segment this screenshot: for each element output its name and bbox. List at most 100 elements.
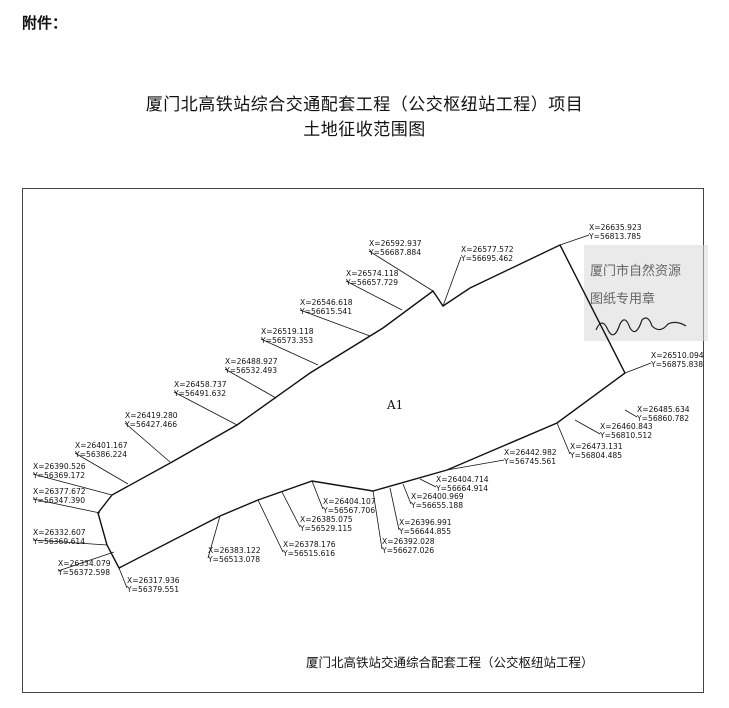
coordinate-y: Y=56810.512 [599,431,652,440]
coordinate-y: Y=56657.729 [345,278,398,287]
coordinate-y: Y=56695.462 [460,254,513,263]
coordinate-x: X=26334.079 [58,559,111,568]
coordinate-y: Y=56529.115 [299,524,352,533]
coordinate-y: Y=56369.172 [32,471,85,480]
coordinate-x: X=26485.634 [637,405,690,414]
leader-line [442,256,462,307]
coordinate-x: X=26377.672 [33,487,86,496]
map-caption: 厦门北高铁站交通综合配套工程（公交枢纽站工程） [306,655,594,670]
leader-line [556,422,571,455]
leader-line [299,309,371,337]
coordinate-y: Y=56813.785 [588,232,641,241]
coordinate-y: Y=56369.614 [32,537,85,546]
leader-line [311,480,324,510]
leader-line [57,551,115,572]
coordinate-y: Y=56615.541 [299,307,352,316]
coordinate-x: X=26458.737 [174,380,227,389]
coordinate-x: X=26635.923 [589,223,642,232]
signature-scribble [595,317,687,336]
coordinate-x: X=26488.927 [225,357,278,366]
coordinate-x: X=26442.982 [504,448,557,457]
coordinate-x: X=26385.075 [300,515,353,524]
coordinate-y: Y=56860.782 [636,414,689,423]
leader-line [32,473,113,496]
leader-line [389,487,400,531]
leader-line [345,280,403,311]
coordinate-x: X=26460.843 [600,422,653,431]
parcel-label-a1: A1 [386,398,403,412]
stamp-text-1: 厦门市自然资源 [590,263,681,279]
leader-line [32,539,108,546]
coordinate-x: X=26390.526 [33,462,86,471]
coordinate-x: X=26378.176 [283,540,336,549]
coordinate-x: X=26401.167 [75,441,128,450]
coordinate-x: X=26473.131 [570,442,623,451]
leader-line [257,499,284,553]
leader-line [368,250,434,292]
coordinate-x: X=26332.607 [33,528,86,537]
coordinate-y: Y=56491.632 [173,389,226,398]
coordinate-y: Y=56386.224 [74,450,127,459]
parcel-boundary [97,244,626,569]
leader-lines [32,234,652,589]
coordinate-x: X=26577.572 [461,245,514,254]
coordinate-x: X=26392.028 [382,537,435,546]
coordinate-y: Y=56513.078 [207,555,260,564]
leader-line [32,498,101,514]
coordinate-y: Y=56875.838 [650,360,703,369]
leader-line [74,452,129,485]
leader-line [446,459,505,471]
coordinate-y: Y=56567.706 [322,506,375,515]
coordinate-x: X=26519.118 [261,327,314,336]
leader-line [207,515,221,559]
coordinate-x: X=26592.937 [369,239,422,248]
coordinate-y: Y=56655.188 [410,501,463,510]
coordinate-y: Y=56687.884 [368,248,421,257]
coordinate-y: Y=56664.914 [435,484,488,493]
coordinate-x: X=26396.991 [399,518,452,527]
leader-line [224,368,277,399]
coordinate-labels: X=26635.923Y=56813.785X=26592.937Y=56687… [32,223,704,594]
leader-line [372,490,383,550]
coordinate-x: X=26574.118 [346,269,399,278]
leader-line [260,338,319,366]
document-title: 厦门北高铁站综合交通配套工程（公交枢纽站工程）项目 [145,95,584,115]
coordinate-y: Y=56804.485 [569,451,622,460]
leader-line [574,419,601,435]
leader-line [124,422,171,463]
coordinate-x: X=26546.618 [300,298,353,307]
coordinate-x: X=26317.936 [127,576,180,585]
coordinate-y: Y=56379.551 [126,585,179,594]
leader-line [173,391,238,426]
coordinate-x: X=26383.122 [208,546,261,555]
leader-line [559,234,590,246]
coordinate-x: X=26404.107 [323,497,376,506]
document-subtitle: 土地征收范围图 [303,120,426,140]
coordinate-y: Y=56347.390 [32,496,85,505]
leader-line [281,491,301,528]
coordinate-x: X=26404.714 [436,475,489,484]
leader-line [624,362,652,374]
